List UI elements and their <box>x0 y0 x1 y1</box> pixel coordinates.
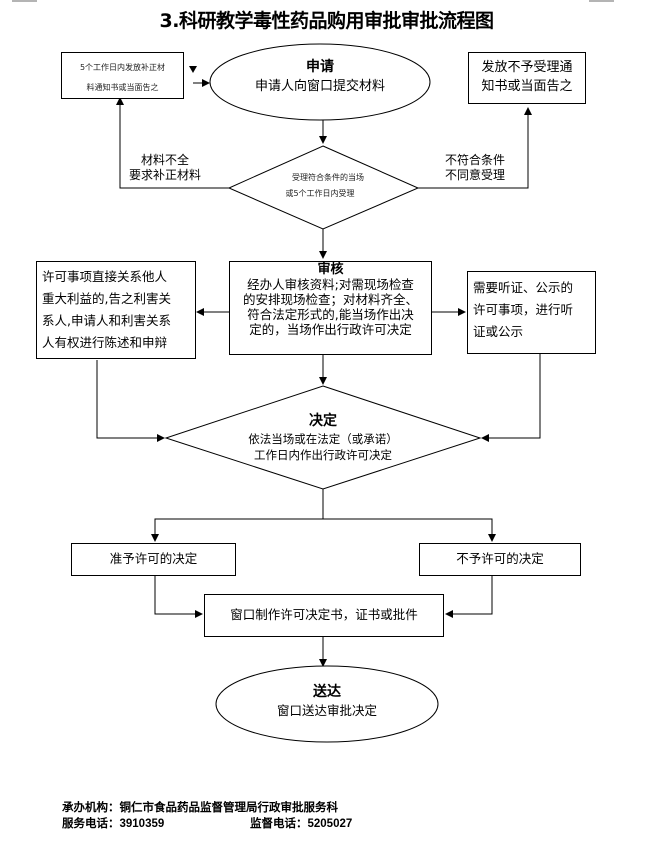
corner-mark-right <box>589 0 614 2</box>
review-line-3: 符合法定形式的,能当场作出决 <box>247 307 414 322</box>
accept-line-1: 受理符合条件的当场 <box>292 173 364 182</box>
hearing-box <box>467 271 596 354</box>
reject-notice-line-2: 知书或当面告之 <box>481 79 573 94</box>
deliver-text: 窗口送达审批决定 <box>276 703 377 718</box>
edge-interest-to-decision <box>96 360 165 442</box>
deliver-ellipse <box>215 665 439 743</box>
service-phone-number: 3910359 <box>119 818 165 830</box>
grant-label: 准予许可的决定 <box>109 551 198 566</box>
corner-mark-left <box>12 0 37 2</box>
reject-notice-line-1: 发放不予受理通 <box>481 60 573 75</box>
interest-line-1: 许可事项直接关系他人 <box>42 269 168 284</box>
decision-line-2: 工作日内作出行政许可决定 <box>254 448 392 462</box>
deny-label: 不予许可的决定 <box>456 551 544 566</box>
edge-to-deny <box>323 518 496 542</box>
apply-text: 申请人向窗口提交材料 <box>254 79 385 94</box>
deliver-heading: 送达 <box>313 684 341 700</box>
label-not-qualified-line-1: 不符合条件 <box>444 153 505 167</box>
label-incomplete-line-2: 要求补正材料 <box>128 168 201 182</box>
deny-box <box>419 543 581 576</box>
reject-notice-box <box>468 52 586 104</box>
agency-label: 承办机构： <box>62 800 120 814</box>
review-box <box>229 261 432 355</box>
accept-line-2: 或5个工作日内受理 <box>285 189 355 198</box>
review-line-2: 的安排现场检查；对材料齐全、 <box>242 292 418 307</box>
edge-grant-to-produce <box>154 576 203 618</box>
label-not-qualified-line-2: 不同意受理 <box>444 168 505 182</box>
page-title: 3.科研教学毒性药品购用审批审批流程图 <box>159 10 494 32</box>
edge-hearing-to-decision <box>481 354 541 442</box>
edge-not-qualified <box>418 107 532 189</box>
footer-service-phone: 服务电话：3910359 <box>62 815 164 831</box>
agency-name: 铜仁市食品药品监督管理局行政审批服务科 <box>119 800 339 814</box>
review-heading: 审核 <box>317 262 344 277</box>
review-line-1: 经办人审核资料;对需现场检查 <box>247 277 414 292</box>
hearing-line-1: 需要听证、公示的 <box>473 280 574 295</box>
edge-deny-to-produce <box>445 576 493 618</box>
apply-ellipse <box>209 43 431 121</box>
service-phone-label: 服务电话： <box>62 816 120 830</box>
small-arrow-marker <box>189 66 197 73</box>
interest-notice-box <box>36 261 196 359</box>
edge-to-grant <box>151 518 323 542</box>
supplement-notice-line-1: 5个工作日内发放补正材 <box>79 63 166 72</box>
grant-box <box>71 543 236 576</box>
decision-line-1: 依法当场或在法定（或承诺） <box>248 432 398 446</box>
supplement-notice-line-2: 料通知书或当面告之 <box>86 83 159 92</box>
label-incomplete-line-1: 材料不全 <box>140 153 189 167</box>
supervise-phone-label: 监督电话： <box>250 816 308 830</box>
hearing-line-3: 证或公示 <box>473 324 524 339</box>
decision-heading: 决定 <box>309 413 337 429</box>
produce-label: 窗口制作许可决定书，证书或批件 <box>230 607 418 622</box>
interest-line-3: 系人,申请人和利害关系 <box>42 313 171 328</box>
footer-supervise-phone: 监督电话：5205027 <box>250 815 352 831</box>
interest-line-4: 人有权进行陈述和申辩 <box>42 335 168 350</box>
review-line-4: 定的，当场作出行政许可决定 <box>249 322 412 337</box>
footer-agency: 承办机构：铜仁市食品药品监督管理局行政审批服务科 <box>62 799 338 815</box>
produce-box <box>204 594 444 637</box>
supplement-notice-box <box>61 52 184 99</box>
edge-incomplete <box>116 97 229 189</box>
supervise-phone-number: 5205027 <box>307 818 353 830</box>
hearing-line-2: 许可事项，进行听 <box>473 302 574 317</box>
apply-heading: 申请 <box>306 59 334 75</box>
interest-line-2: 重大利益的,告之利害关 <box>42 291 171 306</box>
